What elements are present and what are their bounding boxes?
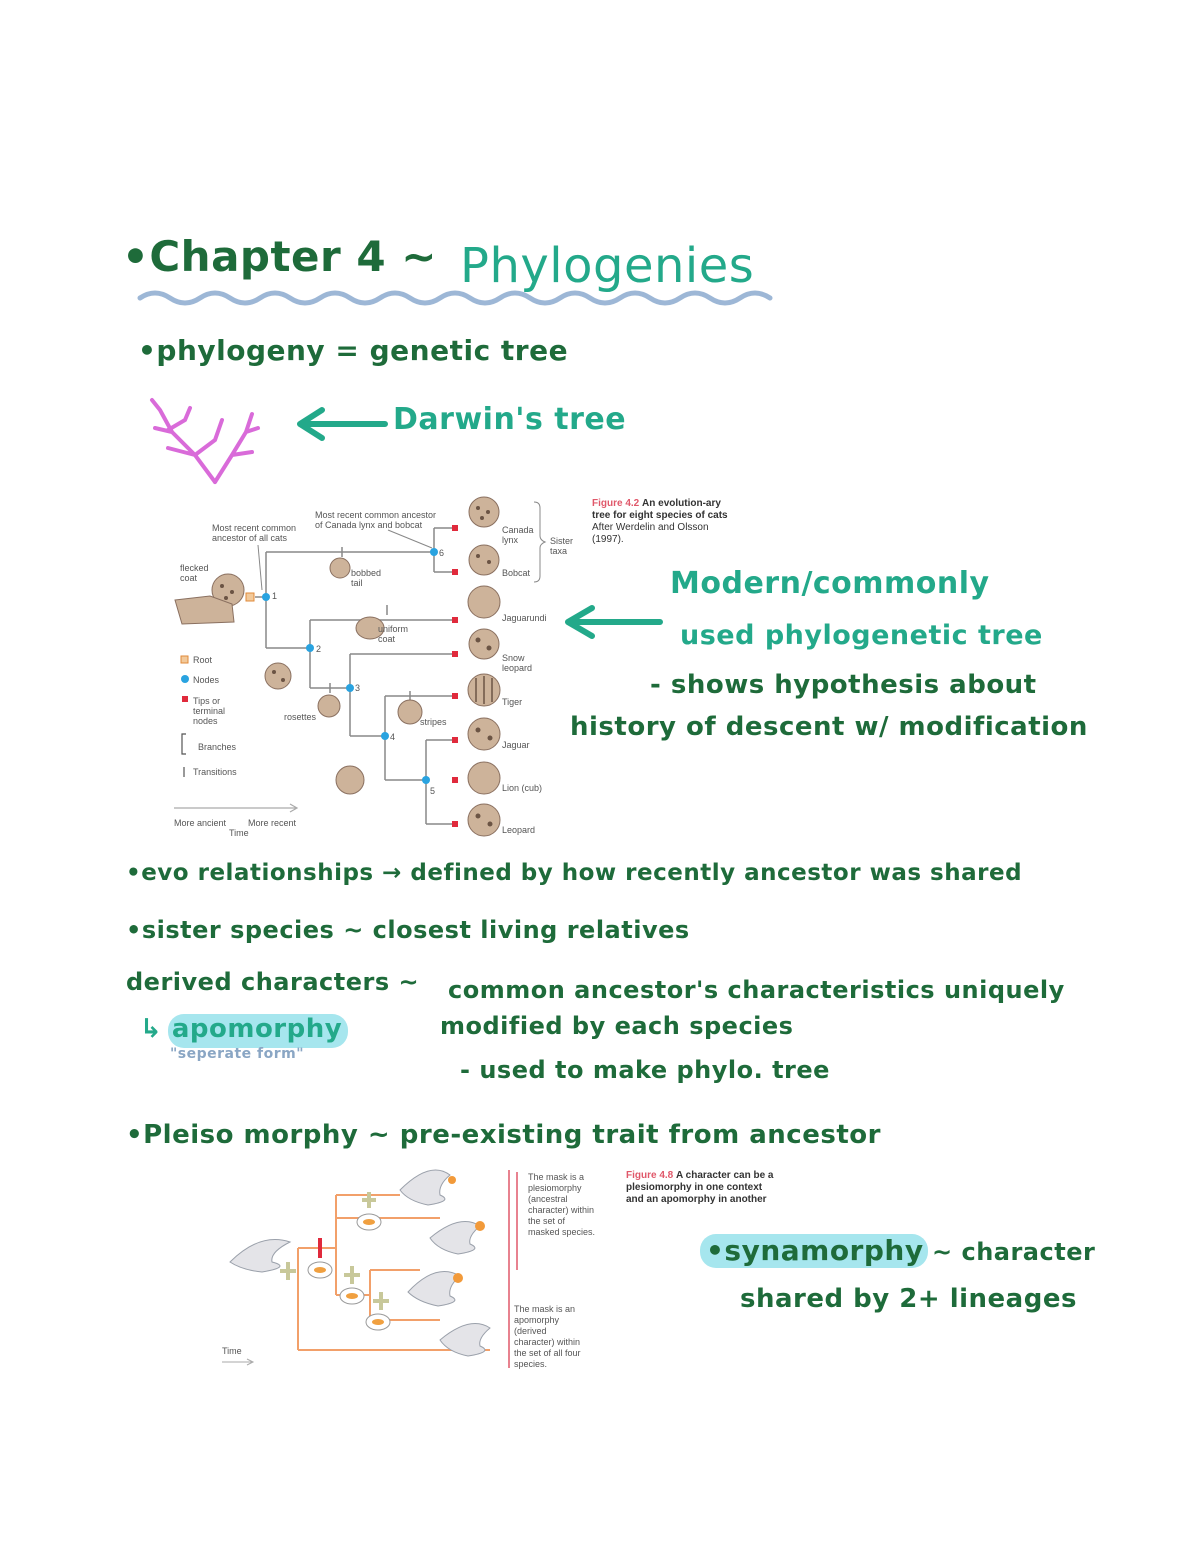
figure48-caption-bold: A character can be a plesiomorphy in one…: [626, 1170, 774, 1205]
time-arrow: [174, 803, 299, 813]
legend-root-label: Root: [193, 655, 213, 665]
modern-tree-note-4: history of descent w/ modification: [570, 712, 1088, 742]
root-marker: [245, 592, 255, 602]
mrca-lynx-label: Most recent common ancestor of Canada ly…: [315, 510, 437, 530]
mrca-all-label: Most recent common ancestor of all cats: [212, 523, 297, 543]
rosettes-label: rosettes: [284, 712, 317, 722]
derived-def-1: common ancestor's characteristics unique…: [448, 976, 1065, 1004]
synamorphy-def-1: ~ character: [932, 1238, 1096, 1266]
figure42-caption-rest: After Werdelin and Olsson (1997).: [592, 522, 709, 545]
legend-root-icon: [180, 655, 189, 664]
chapter-title-prefix: •Chapter 4 ~: [122, 232, 437, 281]
time-recent-label: More recent: [248, 818, 297, 828]
derived-def-3: - used to make phylo. tree: [460, 1056, 830, 1084]
apomorphy-highlight: [168, 1014, 348, 1048]
evo-relationships-note: •evo relationships → defined by how rece…: [126, 860, 1023, 886]
species-label: Tiger: [502, 697, 523, 707]
plesiomorphy-note: •Pleiso morphy ~ pre-existing trait from…: [126, 1120, 881, 1150]
species-label: Jaguar: [502, 740, 530, 750]
sister-taxa-bracket: [533, 501, 547, 583]
title-squiggle-underline: [137, 290, 773, 306]
bobbed-tail-label: bobbed tail: [351, 568, 382, 588]
stripes-label: stripes: [420, 717, 447, 727]
legend-tips-label: Tips or terminal nodes: [193, 696, 226, 726]
figure42-caption: Figure 4.2 An evolution-ary tree for eig…: [592, 498, 742, 546]
modern-tree-note-3: - shows hypothesis about: [650, 670, 1037, 700]
legend-branches-label: Branches: [198, 742, 237, 752]
node-number: 5: [430, 786, 436, 796]
derived-def-2: modified by each species: [440, 1012, 794, 1040]
node-number: 6: [439, 548, 445, 558]
legend-node-icon: [181, 675, 189, 683]
species-label: Lion (cub): [502, 783, 543, 793]
tip-markers: [452, 525, 458, 827]
node-number: 1: [272, 591, 278, 601]
legend-nodes-label: Nodes: [193, 675, 220, 685]
darwins-tree-label: Darwin's tree: [393, 402, 627, 437]
cat-phylogeny-tree: [255, 527, 455, 825]
apomorphy-term: ↳ apomorphy: [140, 1014, 343, 1044]
node-markers: [262, 548, 438, 784]
apomorphy-note: "seperate form": [170, 1046, 305, 1062]
bird-illustrations: [229, 1169, 491, 1357]
apomorphy-mask-note: The mask is an apomorphy (derived charac…: [514, 1304, 581, 1369]
species-label: Canada lynx: [502, 525, 534, 545]
figure48-time-label: Time: [222, 1346, 242, 1356]
node-number: 4: [390, 732, 396, 742]
modern-tree-note-2: used phylogenetic tree: [680, 620, 1043, 651]
legend-transitions-label: Transitions: [193, 767, 237, 777]
arrow-to-darwins-tree: [297, 407, 388, 441]
species-label: Bobcat: [502, 568, 531, 578]
flecked-coat-label: flecked coat: [180, 563, 209, 583]
node-number: 3: [355, 683, 361, 693]
synamorphy-highlight: [700, 1234, 928, 1268]
node-number: 2: [316, 644, 322, 654]
time-label: Time: [229, 828, 249, 838]
cat-illustrations: [174, 496, 501, 837]
species-label: Jaguarundi: [502, 613, 547, 623]
figure48-caption-number: Figure 4.8: [626, 1170, 674, 1181]
figure48-caption: Figure 4.8 A character can be a plesiomo…: [626, 1170, 776, 1206]
species-label: Leopard: [502, 825, 536, 835]
figure42-caption-bold: An evolution-ary tree for eight species …: [592, 498, 728, 521]
figure42-caption-number: Figure 4.2: [592, 498, 640, 509]
species-label: Snow leopard: [502, 653, 533, 673]
darwins-tree-sketch: [150, 398, 260, 484]
plesiomorphy-mask-note: The mask is a plesiomorphy (ancestral ch…: [528, 1172, 596, 1237]
time-ancient-label: More ancient: [174, 818, 227, 828]
phylogeny-definition: •phylogeny = genetic tree: [138, 334, 569, 367]
sister-taxa-label: Sister taxa: [550, 536, 574, 556]
uniform-coat-label: uniform coat: [378, 624, 409, 644]
derived-characters-label: derived characters ~: [126, 968, 420, 996]
synamorphy-term: •synamorphy: [706, 1234, 924, 1267]
sister-species-note: •sister species ~ closest living relativ…: [126, 916, 690, 944]
time-arrow-2: [222, 1358, 255, 1366]
chapter-title-main: Phylogenies: [460, 238, 755, 294]
bird-transitions: [280, 1192, 389, 1310]
legend-tip-icon: [182, 696, 188, 702]
arrow-to-figure: [565, 605, 663, 639]
bird-head-icons: [307, 1213, 391, 1331]
legend-branch-icon: [181, 733, 186, 755]
synamorphy-def-2: shared by 2+ lineages: [740, 1284, 1077, 1314]
modern-tree-note-1: Modern/commonly: [670, 566, 990, 601]
